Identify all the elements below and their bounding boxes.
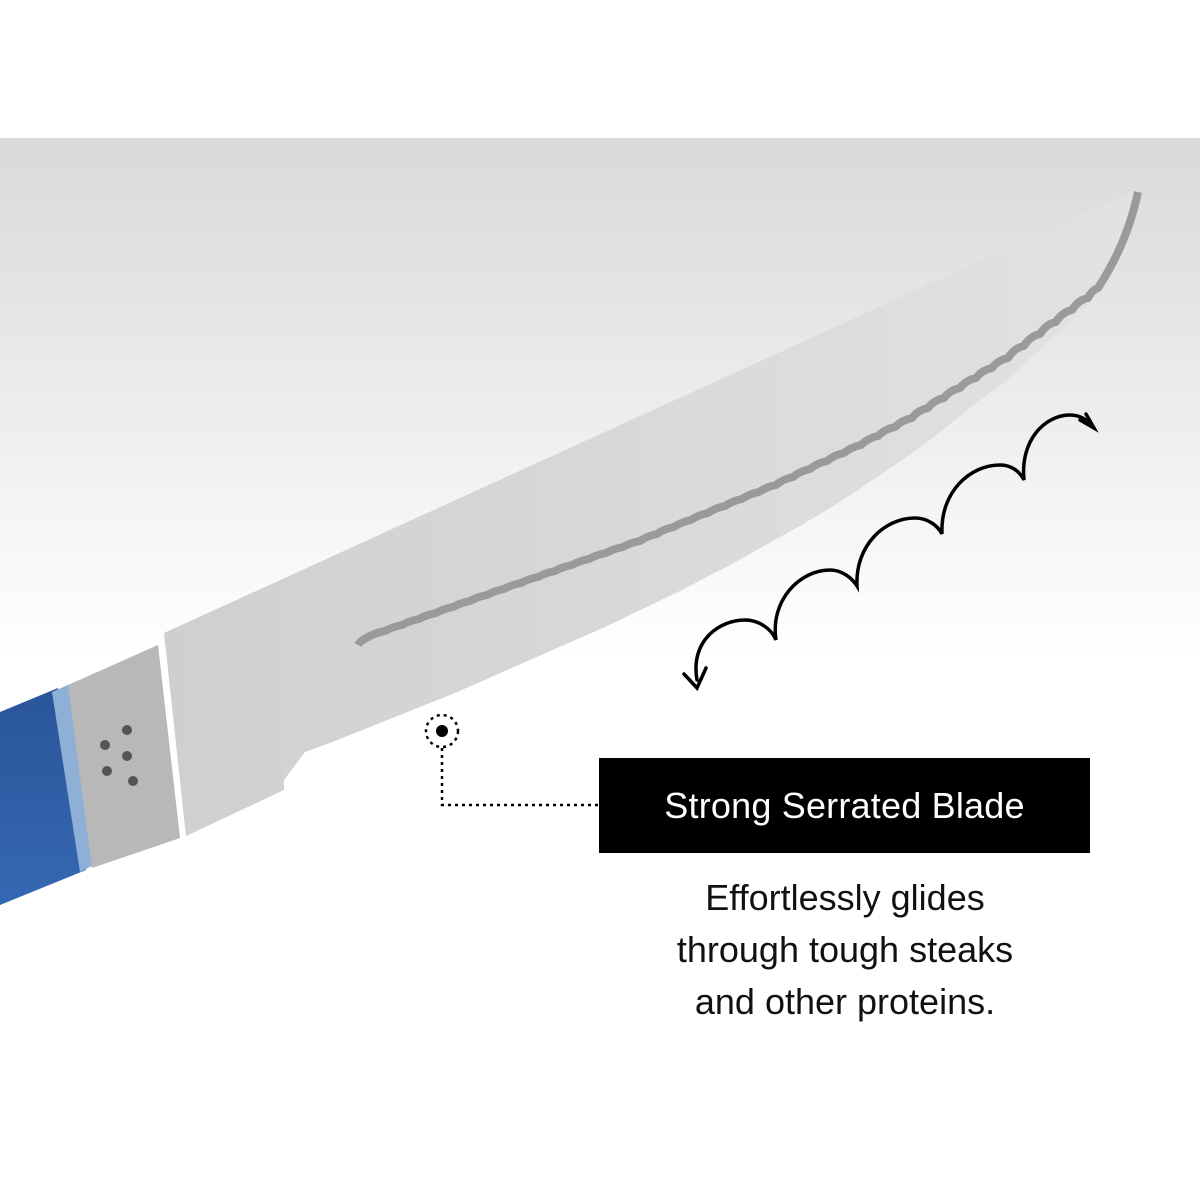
knife-handle xyxy=(0,684,96,905)
feature-title: Strong Serrated Blade xyxy=(664,784,1025,826)
knife-blade xyxy=(164,188,1142,836)
knife-bolster xyxy=(68,645,180,868)
feature-title-label: Strong Serrated Blade xyxy=(599,758,1090,853)
callout-pointer xyxy=(424,713,599,807)
feature-description: Effortlessly glides through tough steaks… xyxy=(600,872,1090,1028)
serrated-edge xyxy=(354,191,1142,648)
rivet-dots-icon xyxy=(100,725,138,786)
sawing-motion-arrow-icon xyxy=(682,412,1099,692)
description-line-3: and other proteins. xyxy=(694,981,996,1022)
description-line-1: Effortlessly glides xyxy=(705,877,985,918)
description-line-2: through tough steaks xyxy=(676,929,1014,970)
